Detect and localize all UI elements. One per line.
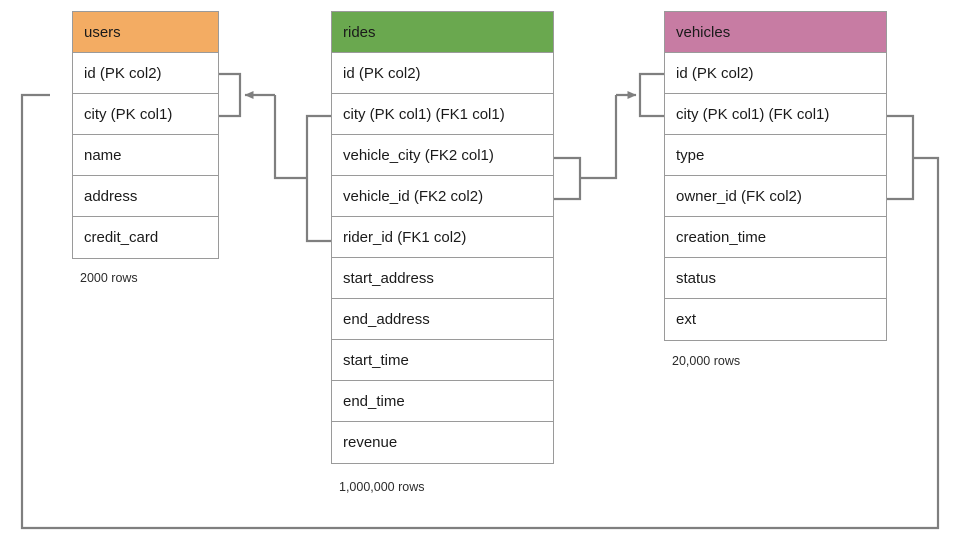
connector-rides-fk1-users (219, 72, 331, 243)
table-rides-row-rider-id[interactable]: rider_id (FK1 col2) (332, 217, 553, 258)
table-vehicles-header: vehicles (665, 12, 886, 53)
column-label: owner_id (FK col2) (676, 187, 802, 205)
column-label: rider_id (FK1 col2) (343, 228, 467, 246)
column-label: vehicle_city (FK2 col1) (343, 146, 494, 164)
table-rides-header: rides (332, 12, 553, 53)
column-label: city (PK col1) (FK1 col1) (343, 105, 505, 123)
table-rides-row-count: 1,000,000 rows (339, 480, 425, 494)
column-label: start_time (343, 351, 409, 369)
table-vehicles-row-ext[interactable]: ext (665, 299, 886, 340)
table-users-row-address[interactable]: address (73, 176, 218, 217)
column-label: vehicle_id (FK2 col2) (343, 187, 484, 205)
table-vehicles-row-city[interactable]: city (PK col1) (FK col1) (665, 94, 886, 135)
column-label: id (PK col2) (343, 64, 421, 82)
table-users-row-name[interactable]: name (73, 135, 218, 176)
table-users-row-credit-card[interactable]: credit_card (73, 217, 218, 258)
column-label: status (676, 269, 717, 287)
table-rides-row-start-time[interactable]: start_time (332, 340, 553, 381)
table-rides-row-vehicle-city[interactable]: vehicle_city (FK2 col1) (332, 135, 553, 176)
table-users-row-id[interactable]: id (PK col2) (73, 53, 218, 94)
table-rides-row-vehicle-id[interactable]: vehicle_id (FK2 col2) (332, 176, 553, 217)
table-rides-row-revenue[interactable]: revenue (332, 422, 553, 463)
table-vehicles-row-owner-id[interactable]: owner_id (FK col2) (665, 176, 886, 217)
table-vehicles-row-type[interactable]: type (665, 135, 886, 176)
column-label: revenue (343, 434, 398, 451)
table-users-header: users (73, 12, 218, 53)
column-label: start_address (343, 269, 434, 287)
column-label: address (84, 187, 138, 205)
table-rides[interactable]: rides id (PK col2) city (PK col1) (FK1 c… (331, 11, 554, 464)
table-users-row-count: 2000 rows (80, 271, 138, 285)
column-label: creation_time (676, 228, 767, 246)
table-rides-row-city[interactable]: city (PK col1) (FK1 col1) (332, 94, 553, 135)
table-rides-row-end-time[interactable]: end_time (332, 381, 553, 422)
connector-rides-fk2-vehicles (554, 72, 664, 201)
column-label: type (676, 146, 705, 164)
table-vehicles-title: vehicles (676, 23, 731, 41)
column-label: end_time (343, 392, 405, 410)
table-users-row-city[interactable]: city (PK col1) (73, 94, 218, 135)
column-label: id (PK col2) (84, 64, 162, 82)
table-vehicles-row-status[interactable]: status (665, 258, 886, 299)
column-label: city (PK col1) (FK col1) (676, 105, 830, 123)
table-vehicles-row-creation-time[interactable]: creation_time (665, 217, 886, 258)
table-rides-row-id[interactable]: id (PK col2) (332, 53, 553, 94)
column-label: credit_card (84, 229, 159, 246)
column-label: city (PK col1) (84, 105, 173, 123)
table-rides-row-start-address[interactable]: start_address (332, 258, 553, 299)
column-label: end_address (343, 310, 430, 328)
table-vehicles-row-count: 20,000 rows (672, 354, 741, 368)
column-label: ext (676, 311, 697, 328)
column-label: id (PK col2) (676, 64, 754, 82)
table-rides-row-end-address[interactable]: end_address (332, 299, 553, 340)
table-vehicles-row-id[interactable]: id (PK col2) (665, 53, 886, 94)
table-users-title: users (84, 23, 121, 41)
table-vehicles[interactable]: vehicles id (PK col2) city (PK col1) (FK… (664, 11, 887, 341)
column-label: name (84, 146, 122, 164)
table-rides-title: rides (343, 23, 376, 41)
table-users[interactable]: users id (PK col2) city (PK col1) name a… (72, 11, 219, 259)
